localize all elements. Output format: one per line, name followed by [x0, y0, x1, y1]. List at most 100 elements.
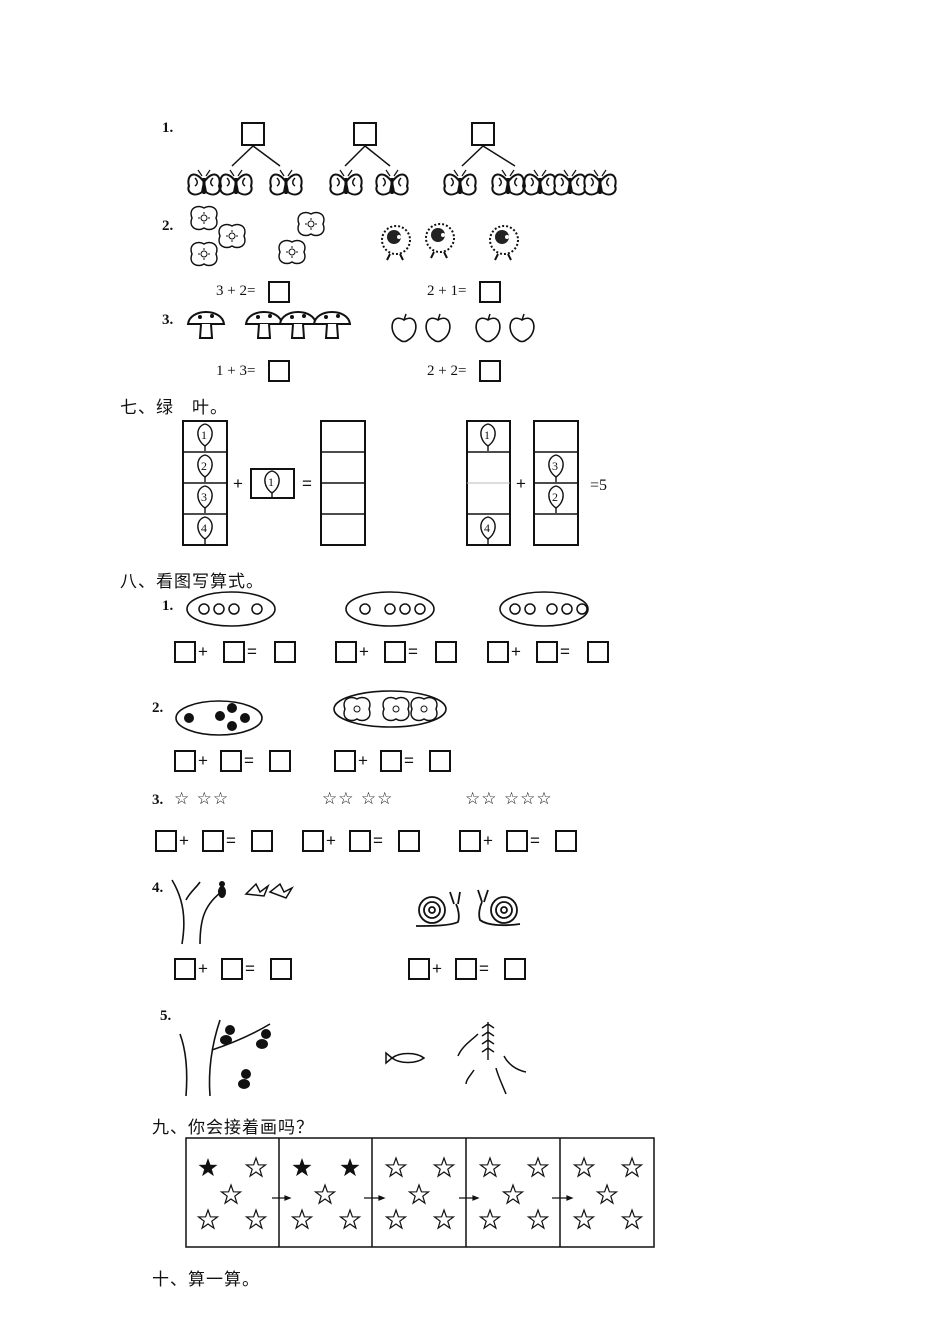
answer-box[interactable] — [487, 641, 509, 663]
star-icon — [621, 1157, 643, 1177]
bird-icon — [218, 881, 226, 898]
star-icon — [291, 1209, 313, 1229]
leaf-number: 1 — [484, 428, 490, 442]
q5-label: 5. — [160, 1008, 172, 1024]
flower-icon — [410, 696, 438, 722]
answer-box[interactable] — [174, 641, 196, 663]
mushroom-icon — [313, 311, 351, 339]
answer-box[interactable] — [174, 958, 196, 980]
equals-sign: = — [245, 959, 255, 978]
answer-box[interactable] — [408, 958, 430, 980]
leaf-number: 3 — [552, 459, 558, 473]
star-icon — [198, 1158, 218, 1177]
answer-box[interactable] — [459, 830, 481, 852]
mushroom-icon — [187, 311, 225, 339]
star-group: ☆ ☆☆ — [174, 789, 230, 809]
flower-icon — [218, 223, 246, 249]
answer-box[interactable] — [335, 641, 357, 663]
plus-sign: + — [326, 831, 336, 850]
plus-sign: + — [179, 831, 189, 850]
answer-box[interactable] — [349, 830, 371, 852]
star-pattern-grid — [185, 1137, 655, 1248]
bird-icon — [244, 882, 294, 899]
answer-box[interactable] — [274, 641, 296, 663]
answer-box[interactable] — [223, 641, 245, 663]
monkeys-and-fish — [179, 1019, 527, 1097]
star-group: ☆☆ ☆☆☆ — [465, 789, 553, 809]
butterfly-icon — [374, 168, 410, 196]
star-icon — [340, 1158, 360, 1177]
section-8-title: 八、看图写算式。 — [120, 572, 264, 592]
star-icon — [621, 1209, 643, 1229]
plus-sign: + — [198, 751, 208, 770]
answer-box[interactable] — [398, 830, 420, 852]
flower-icon — [190, 205, 218, 231]
section-7-title: 七、绿 叶。 — [120, 398, 228, 418]
dots-and-flowers — [175, 690, 447, 736]
answer-box[interactable] — [221, 958, 243, 980]
circle-groups — [186, 591, 589, 627]
answer-box[interactable] — [479, 281, 501, 303]
answer-box[interactable] — [174, 750, 196, 772]
star-icon — [479, 1157, 501, 1177]
equals-sign: = — [530, 831, 540, 850]
answer-box[interactable] — [334, 750, 356, 772]
star-icon — [220, 1184, 242, 1204]
star-icon — [479, 1209, 501, 1229]
plus-sign: + — [483, 831, 493, 850]
answer-box[interactable] — [353, 122, 377, 146]
star-icon — [408, 1184, 430, 1204]
answer-box[interactable] — [429, 750, 451, 772]
section-10-title: 十、算一算。 — [152, 1270, 260, 1290]
flower-icon — [297, 211, 325, 237]
equation-row: + = — [487, 641, 612, 667]
equation-1-plus-3: 1 + 3= — [216, 363, 256, 379]
answer-box[interactable] — [587, 641, 609, 663]
star-icon — [314, 1184, 336, 1204]
tree-icon — [179, 1019, 271, 1097]
answer-box[interactable] — [555, 830, 577, 852]
answer-box[interactable] — [270, 958, 292, 980]
answer-box[interactable] — [455, 958, 477, 980]
butterfly-icon — [490, 168, 526, 196]
answer-box[interactable] — [380, 750, 402, 772]
answer-box[interactable] — [202, 830, 224, 852]
star-icon — [385, 1209, 407, 1229]
star-icon — [596, 1184, 618, 1204]
answer-box[interactable] — [471, 122, 495, 146]
answer-box[interactable] — [269, 750, 291, 772]
answer-box[interactable] — [220, 750, 242, 772]
plus-sign: + — [198, 959, 208, 978]
leaf-number: 2 — [201, 459, 207, 473]
butterfly-icon — [328, 168, 364, 196]
butterfly-icon — [218, 168, 254, 196]
answer-box[interactable] — [536, 641, 558, 663]
equation-row: + = — [174, 641, 296, 667]
leaf-number: 2 — [552, 490, 558, 504]
flower-icon — [343, 696, 371, 722]
equals-sign: = — [302, 474, 312, 493]
answer-box[interactable] — [302, 830, 324, 852]
answer-box[interactable] — [435, 641, 457, 663]
answer-box[interactable] — [504, 958, 526, 980]
answer-box[interactable] — [241, 122, 265, 146]
star-icon — [197, 1209, 219, 1229]
answer-box[interactable] — [155, 830, 177, 852]
star-icon — [339, 1209, 361, 1229]
leaf-number: 4 — [484, 521, 490, 535]
answer-box[interactable] — [479, 360, 501, 382]
fish-icon — [385, 1033, 527, 1095]
answer-box[interactable] — [384, 641, 406, 663]
answer-box[interactable] — [506, 830, 528, 852]
mushrooms-and-apples — [187, 311, 535, 343]
plus-sign: + — [233, 474, 243, 493]
answer-box[interactable] — [268, 360, 290, 382]
equation-2-plus-2: 2 + 2= — [427, 363, 467, 379]
flower-icon — [190, 241, 218, 267]
equation-3-plus-2: 3 + 2= — [216, 283, 256, 299]
equals-sign: = — [408, 642, 418, 661]
chick-icon — [425, 223, 455, 259]
chick-icon — [381, 225, 411, 261]
answer-box[interactable] — [251, 830, 273, 852]
answer-box[interactable] — [268, 281, 290, 303]
